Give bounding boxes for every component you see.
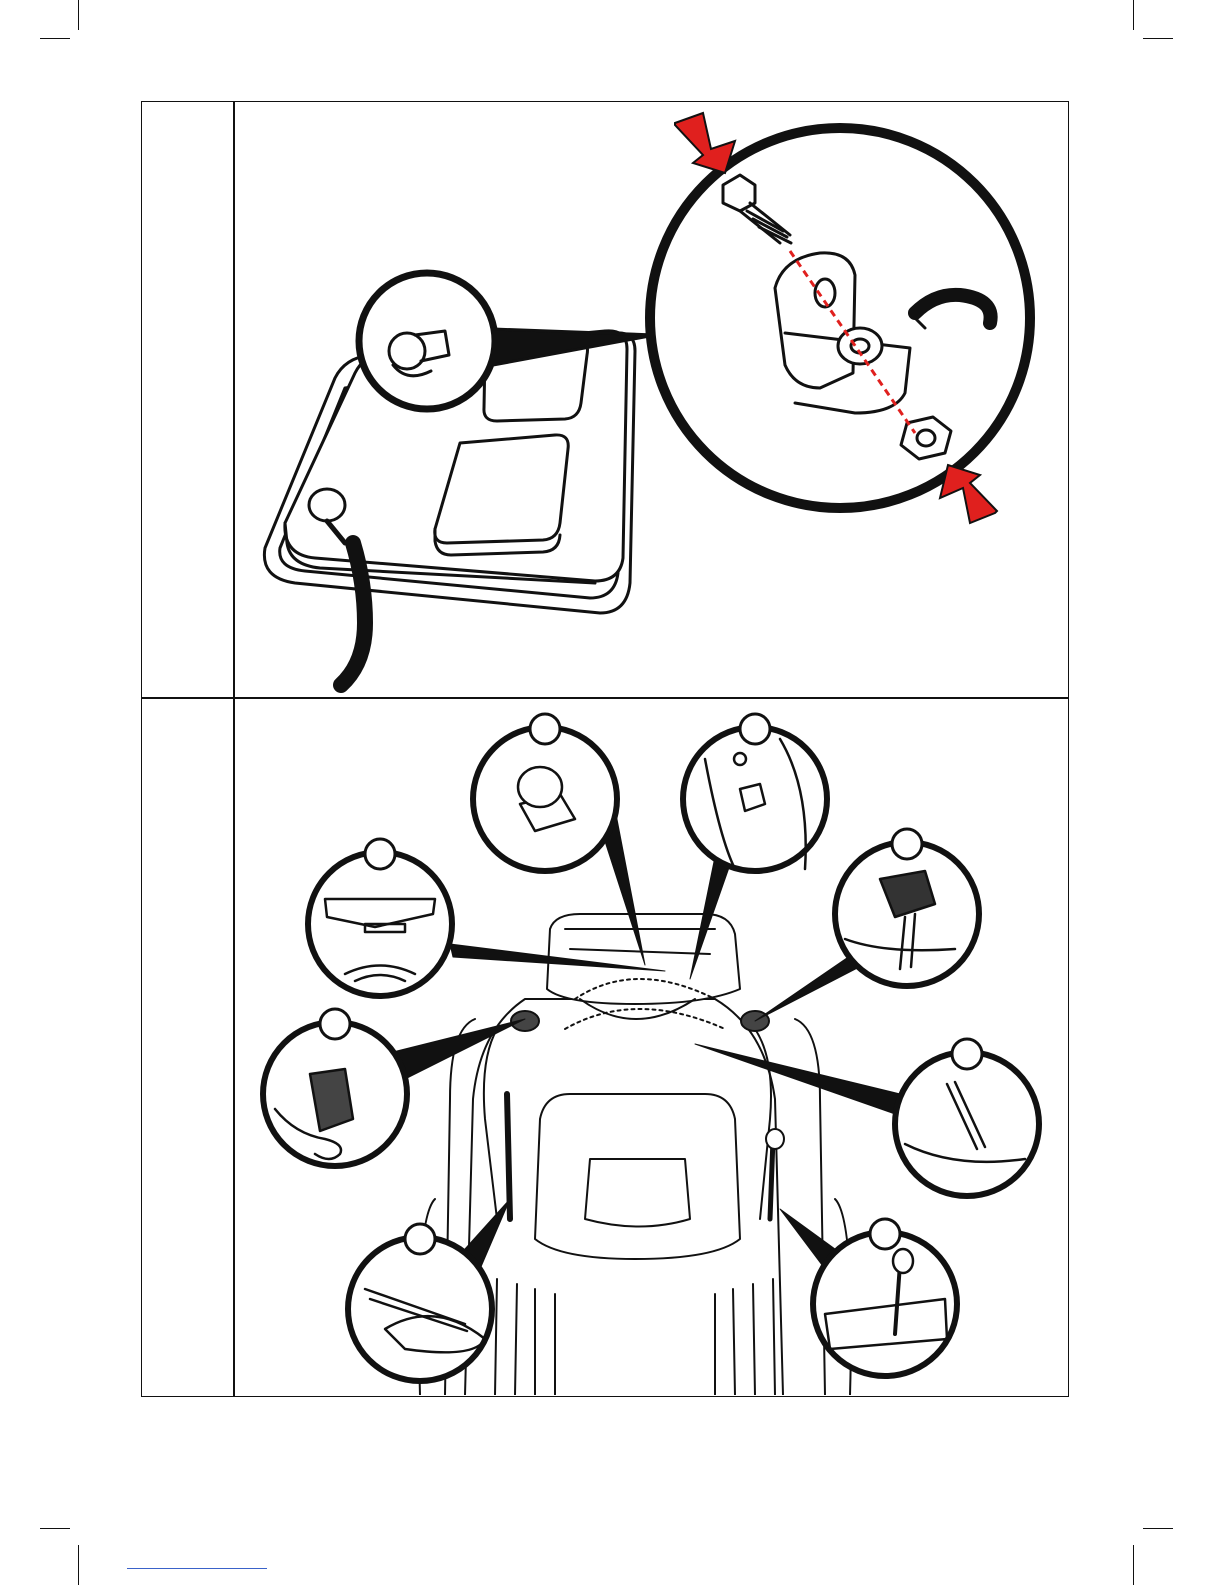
crop-mark-bl-v [78,1545,79,1585]
callout-bubble-1 [530,714,560,744]
footer-link-underline[interactable] [127,1568,267,1569]
figure-tractor-controls [235,699,1067,1395]
callout-bubble-7 [405,1224,435,1254]
callout-bubble-3 [365,839,395,869]
crop-mark-bl-h [40,1528,70,1529]
arrow-top [675,113,735,173]
crop-mark-tl-v [78,0,79,30]
figure-fuel-tank-fitting [235,103,1067,696]
arrow-bottom [940,465,997,523]
crop-mark-br-v [1133,1545,1134,1585]
callout-bubble-2 [740,714,770,744]
callout-lever-right [895,1052,1039,1196]
tank-detail-circle [359,273,495,409]
callout-bubble-8 [870,1219,900,1249]
crop-mark-tl-h [40,38,70,39]
bracket [775,253,855,388]
callout-gear-shift [813,1232,957,1376]
crop-mark-br-h [1143,1528,1173,1529]
callout-bubble-6 [952,1039,982,1069]
crop-mark-tr-v [1133,0,1134,30]
washer [838,328,882,364]
crop-mark-tr-h [1143,38,1173,39]
callout-bubble-4 [892,829,922,859]
callout-bubble-5 [320,1009,350,1039]
